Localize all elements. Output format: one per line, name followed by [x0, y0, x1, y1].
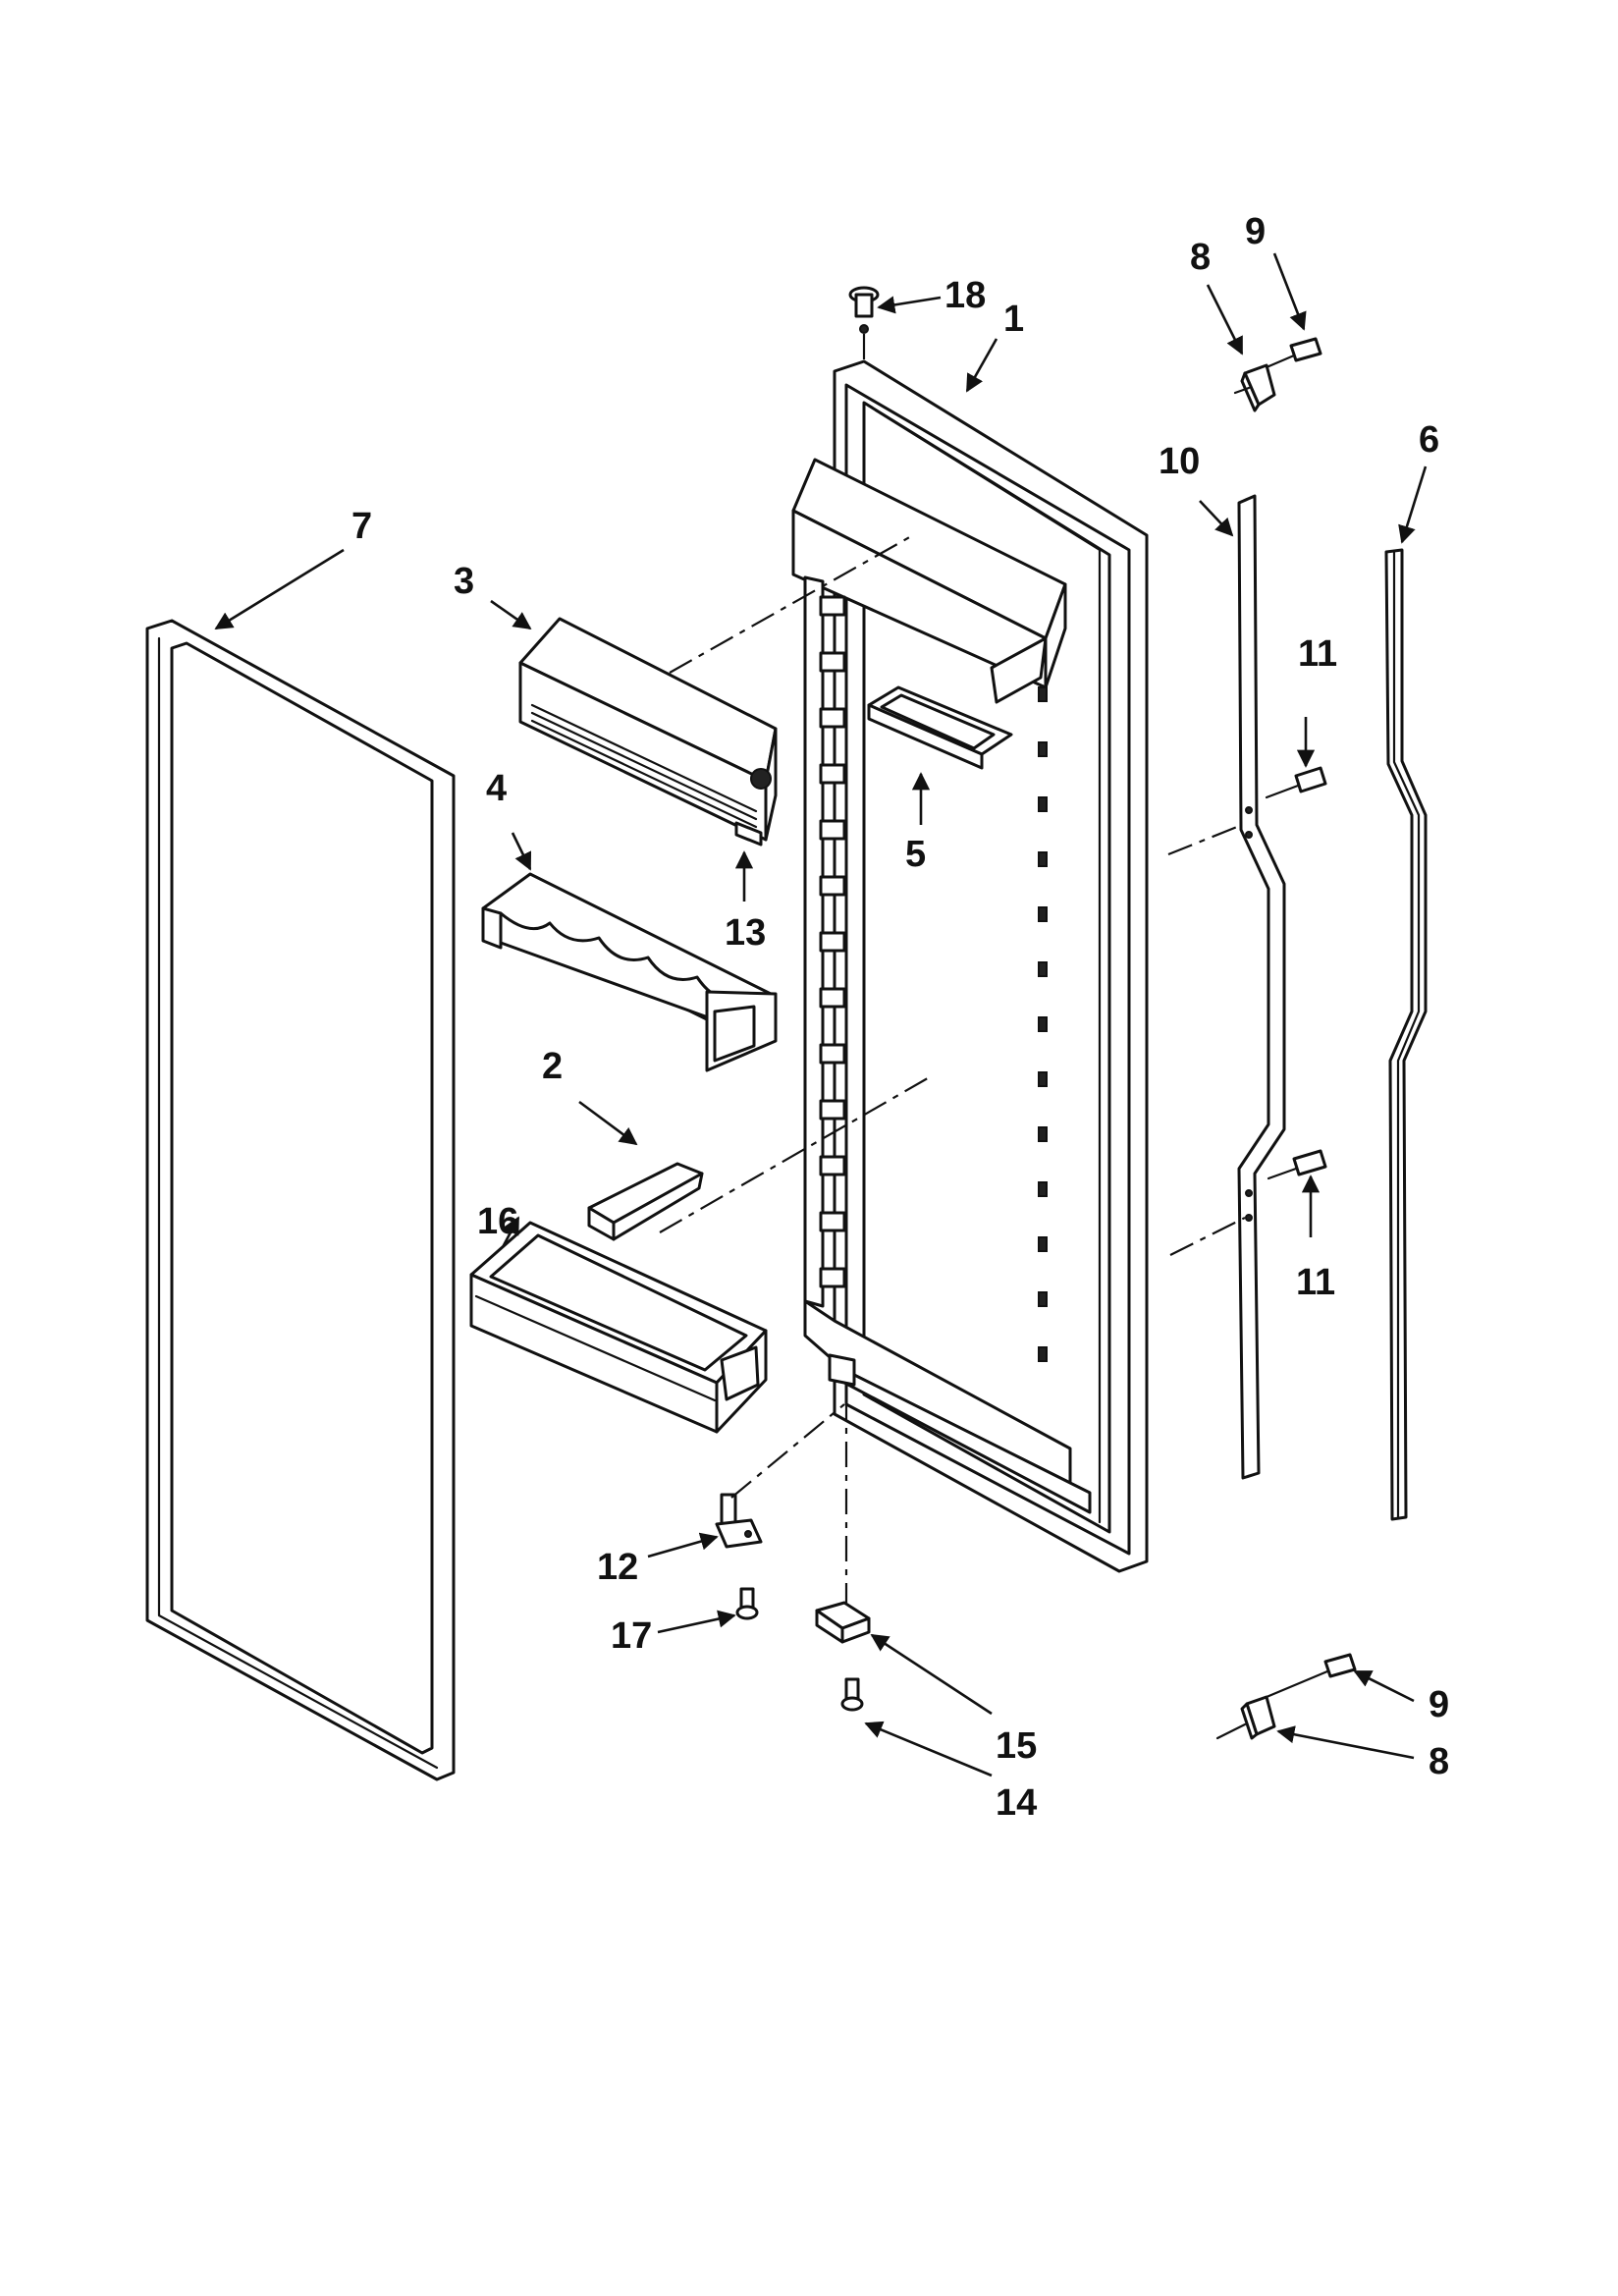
hinge-pin-part-12	[715, 1493, 763, 1549]
callout-10: 10	[1159, 441, 1200, 482]
callout-16: 16	[477, 1201, 518, 1242]
plug-part-18	[848, 286, 880, 334]
callout-9-bottom: 9	[1429, 1684, 1449, 1725]
callout-4: 4	[486, 768, 507, 809]
callout-14: 14	[996, 1782, 1037, 1824]
callout-15: 15	[996, 1725, 1037, 1767]
trim-strip-part-6	[1384, 548, 1428, 1521]
dairy-door-part-3	[518, 617, 778, 847]
hinge-screw-part-17	[735, 1587, 759, 1620]
callout-17: 17	[611, 1615, 652, 1657]
callout-12: 12	[597, 1547, 638, 1588]
callout-13: 13	[725, 912, 766, 954]
callout-8-top: 8	[1190, 237, 1211, 278]
top-bracket-part-8	[1233, 363, 1276, 412]
callout-2: 2	[542, 1046, 563, 1087]
callout-labels: 18 1 8 9 10 6 7 3 4 2 16 5 13 11 11 12 1…	[351, 211, 1449, 1824]
leader-arrows	[214, 252, 1428, 1777]
liner-shelf-tabs-right	[1038, 686, 1048, 1362]
door-bin-part-16	[469, 1221, 768, 1434]
butter-dish-part-5	[867, 685, 1013, 770]
callout-7: 7	[351, 506, 372, 547]
callout-5: 5	[905, 834, 926, 875]
top-screw-part-9	[1265, 337, 1322, 369]
strip-screw-lower-part-11	[1267, 1149, 1327, 1180]
callout-11-lower: 11	[1296, 1262, 1335, 1303]
callout-11-upper: 11	[1298, 633, 1337, 675]
lower-screw-part-14	[840, 1677, 864, 1712]
callout-3: 3	[454, 561, 474, 602]
handle-strip-part-10	[1237, 494, 1286, 1480]
callout-8-bottom: 8	[1429, 1741, 1449, 1782]
strip-screw-upper-part-11	[1265, 766, 1327, 799]
callout-18: 18	[944, 275, 986, 316]
door-gasket-part-7	[145, 619, 456, 1781]
callout-6: 6	[1419, 419, 1439, 461]
lower-bracket-part-15	[815, 1601, 871, 1644]
clip-part-2	[587, 1162, 704, 1241]
callout-1: 1	[1003, 299, 1024, 340]
alignment-lines	[659, 334, 1246, 1603]
door-liner-part-1	[791, 359, 1149, 1573]
liner-shelf-tabs-left	[819, 595, 846, 1288]
bottom-screw-part-9	[1265, 1653, 1357, 1699]
callout-9-top: 9	[1245, 211, 1266, 252]
bottle-rack-part-4	[481, 872, 778, 1072]
bottom-bracket-part-8	[1215, 1695, 1276, 1740]
